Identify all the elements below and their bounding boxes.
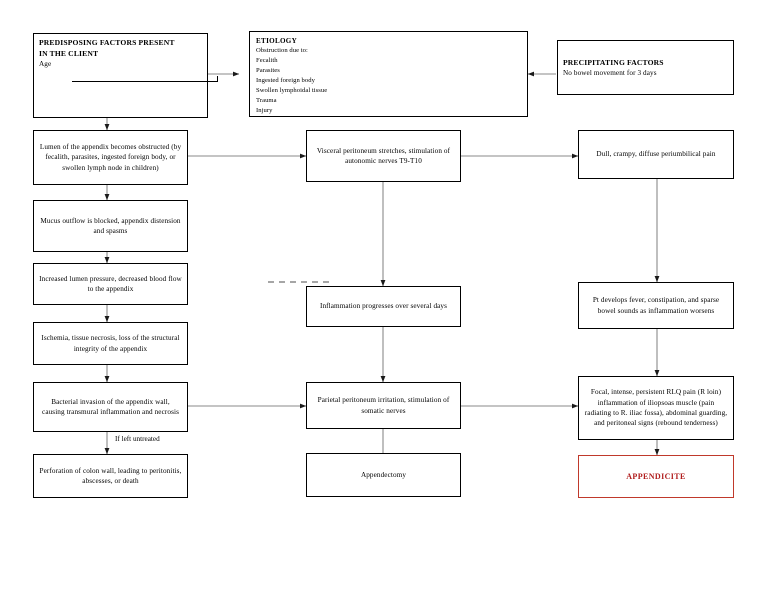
precipitating-detail: No bowel movement for 3 days <box>563 68 657 77</box>
bacterial-invasion-text: Bacterial invasion of the appendix wall,… <box>42 397 179 416</box>
etiology-heading: ETIOLOGY <box>256 37 298 45</box>
rlq-pain-text: Focal, intense, persistent RLQ pain (R l… <box>584 388 728 428</box>
precipitating-heading: PRECIPITATING FACTORS <box>563 57 664 67</box>
box-bacterial-invasion: Bacterial invasion of the appendix wall,… <box>33 382 188 432</box>
box-precipitating-factors: PRECIPITATING FACTORS No bowel movement … <box>557 40 734 95</box>
box-lumen-obstructed: Lumen of the appendix becomes obstructed… <box>33 130 188 185</box>
etiology-item-3: Ingested foreign body <box>256 77 315 85</box>
mucus-blocked-text: Mucus outflow is blocked, appendix diste… <box>40 216 181 235</box>
age-blank-line-tick <box>217 76 218 82</box>
box-parietal-peritoneum: Parietal peritoneum irritation, stimulat… <box>306 382 461 429</box>
box-fever-constipation: Pt develops fever, constipation, and spa… <box>578 282 734 329</box>
box-periumbilical-pain: Dull, crampy, diffuse periumbilical pain <box>578 130 734 179</box>
ischemia-text: Ischemia, tissue necrosis, loss of the s… <box>41 334 180 353</box>
increased-pressure-text: Increased lumen pressure, decreased bloo… <box>39 274 182 293</box>
etiology-item-2: Parasites <box>256 67 280 75</box>
predisposing-heading-line1: PREDISPOSING FACTORS PRESENT <box>39 38 175 47</box>
appendectomy-text: Appendectomy <box>360 470 407 479</box>
perforation-text: Perforation of colon wall, leading to pe… <box>39 466 182 485</box>
etiology-item-1: Fecalith <box>256 57 278 65</box>
box-visceral-peritoneum: Visceral peritoneum stretches, stimulati… <box>306 130 461 182</box>
box-increased-pressure: Increased lumen pressure, decreased bloo… <box>33 263 188 305</box>
age-blank-line <box>72 81 218 82</box>
periumbilical-pain-text: Dull, crampy, diffuse periumbilical pain <box>596 150 716 159</box>
box-mucus-blocked: Mucus outflow is blocked, appendix diste… <box>33 200 188 252</box>
inflammation-progresses-text: Inflammation progresses over several day… <box>319 302 448 311</box>
predisposing-heading-line2: IN THE CLIENT <box>39 49 99 58</box>
fever-constipation-text: Pt develops fever, constipation, and spa… <box>592 296 720 315</box>
box-appendectomy: Appendectomy <box>306 453 461 497</box>
parietal-peritoneum-text: Parietal peritoneum irritation, stimulat… <box>317 396 450 415</box>
box-inflammation-progresses: Inflammation progresses over several day… <box>306 286 461 327</box>
box-ischemia: Ischemia, tissue necrosis, loss of the s… <box>33 322 188 365</box>
diagnosis-text: APPENDICITE <box>626 471 686 481</box>
box-perforation: Perforation of colon wall, leading to pe… <box>33 454 188 498</box>
predisposing-age-label: Age <box>39 60 52 68</box>
etiology-item-0: Obstruction due to: <box>256 47 308 55</box>
etiology-item-6: Injury <box>256 107 273 115</box>
box-diagnosis-appendicite: APPENDICITE <box>578 455 734 498</box>
box-etiology: ETIOLOGY Obstruction due to: Fecalith Pa… <box>249 31 528 117</box>
lumen-obstructed-text: Lumen of the appendix becomes obstructed… <box>39 142 182 172</box>
etiology-item-5: Trauma <box>256 97 277 105</box>
box-rlq-pain: Focal, intense, persistent RLQ pain (R l… <box>578 376 734 440</box>
box-predisposing-factors: PREDISPOSING FACTORS PRESENT IN THE CLIE… <box>33 33 208 118</box>
etiology-item-4: Swollen lymphoidal tissue <box>256 87 328 95</box>
edge-label-if-left-untreated: If left untreated <box>115 435 160 443</box>
visceral-peritoneum-text: Visceral peritoneum stretches, stimulati… <box>316 146 451 165</box>
